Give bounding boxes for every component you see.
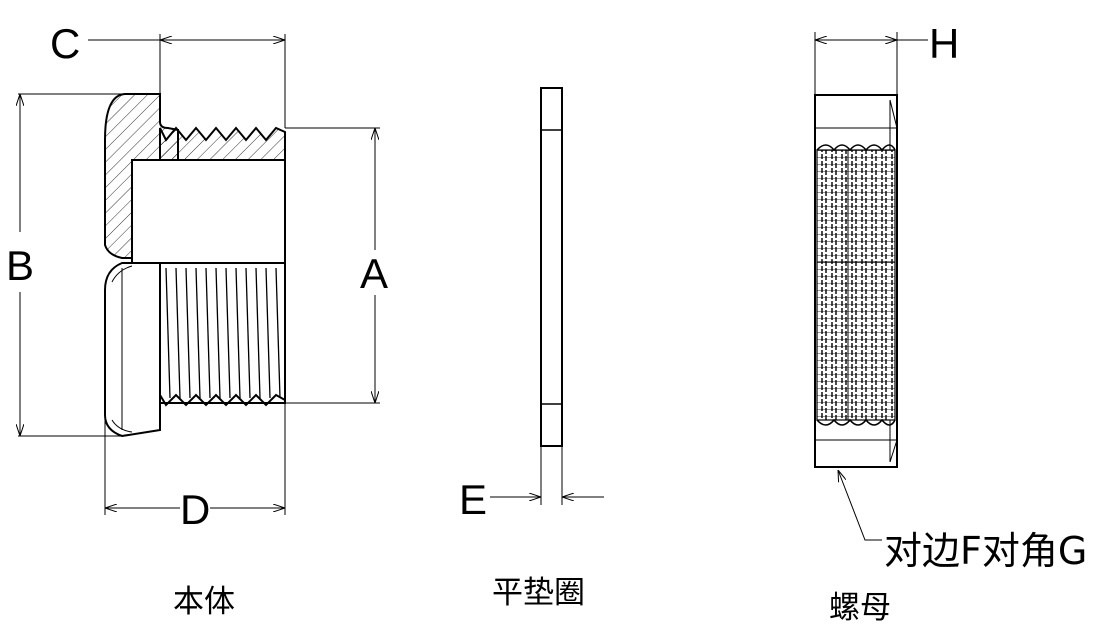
body-bore <box>131 159 286 264</box>
body-flange-exterior <box>104 262 161 438</box>
washer-profile <box>540 87 563 447</box>
thread-line <box>225 267 231 399</box>
dimension-d-label: D <box>180 486 210 533</box>
thread-line <box>205 267 211 399</box>
thread-line <box>265 267 271 399</box>
thread-line <box>185 267 191 399</box>
body-caption: 本体 <box>173 584 235 620</box>
thread-line <box>215 267 221 399</box>
nut-part <box>814 94 898 468</box>
body-thread-exterior <box>159 262 286 404</box>
dimension-a-label: A <box>360 250 388 297</box>
thread-line <box>165 267 171 399</box>
dimension-e-label: E <box>459 476 487 523</box>
dimension-b-label: B <box>6 242 34 289</box>
washer-part <box>540 87 563 447</box>
callout-f-g-label: 对边F对角G <box>884 529 1087 573</box>
dimension-h-label: H <box>929 20 959 67</box>
nut-dimensions: H 对边F对角G <box>814 20 1087 573</box>
washer-dimensions: E <box>459 446 604 523</box>
body-thread-lines <box>165 267 281 399</box>
thread-line <box>255 267 261 399</box>
thread-line <box>245 267 251 399</box>
thread-line <box>195 267 201 399</box>
thread-line <box>275 267 281 399</box>
nut-caption: 螺母 <box>829 590 891 626</box>
body-part <box>104 93 286 438</box>
body-dimensions: C B A D <box>6 20 388 533</box>
thread-line <box>175 267 181 399</box>
thread-line <box>235 267 241 399</box>
nut-knurl <box>816 149 896 421</box>
washer-caption: 平垫圈 <box>492 575 585 611</box>
body-thread-section <box>159 126 286 161</box>
dimension-c-label: C <box>50 20 80 67</box>
